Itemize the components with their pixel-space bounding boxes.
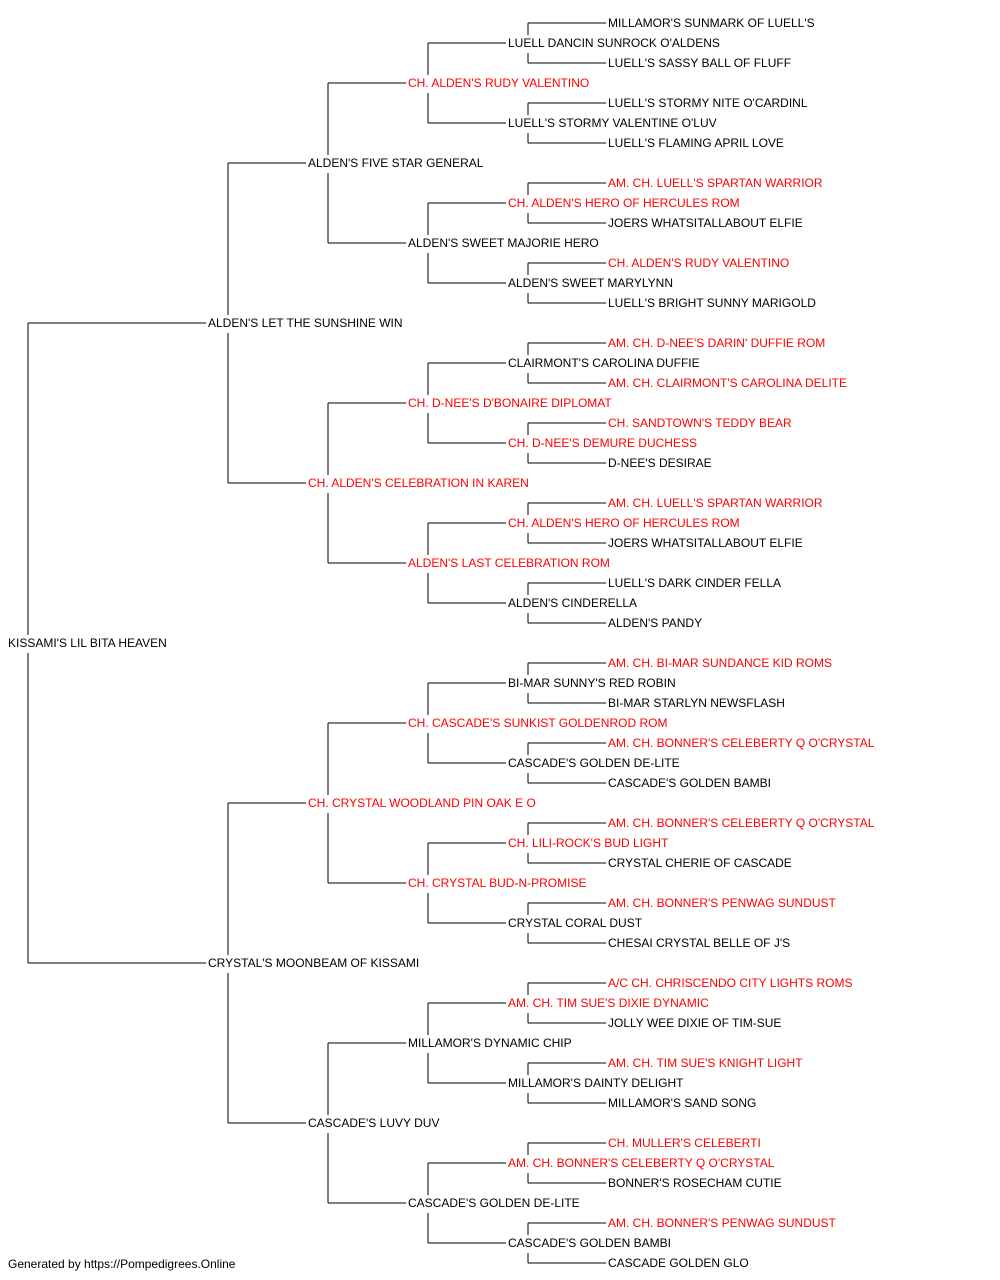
ancestor-gen4-5-name: CLAIRMONT'S CAROLINA DUFFIE [508, 356, 700, 370]
ancestor-gen2-3-name: CH. CRYSTAL WOODLAND PIN OAK E O [308, 796, 536, 810]
ancestor-gen2-4-name: CASCADE'S LUVY DUV [308, 1116, 439, 1130]
ancestor-gen4-4-name: ALDEN'S SWEET MARYLYNN [508, 276, 673, 290]
ancestor-gen5-17-name: AM. CH. BI-MAR SUNDANCE KID ROMS [608, 656, 832, 670]
ancestor-gen4-11-name: CH. LILI-ROCK'S BUD LIGHT [508, 836, 669, 850]
ancestor-gen5-15-name: LUELL'S DARK CINDER FELLA [608, 576, 781, 590]
ancestor-gen4-8-name: ALDEN'S CINDERELLA [508, 596, 637, 610]
ancestor-gen5-23-name: AM. CH. BONNER'S PENWAG SUNDUST [608, 896, 837, 910]
ancestor-gen4-1-name: LUELL DANCIN SUNROCK O'ALDENS [508, 36, 720, 50]
ancestor-gen4-9-name: BI-MAR SUNNY'S RED ROBIN [508, 676, 676, 690]
ancestor-gen5-3-name: LUELL'S STORMY NITE O'CARDINL [608, 96, 808, 110]
ancestor-gen5-28-name: MILLAMOR'S SAND SONG [608, 1096, 756, 1110]
ancestor-gen5-31-name: AM. CH. BONNER'S PENWAG SUNDUST [608, 1216, 837, 1230]
ancestor-gen5-12-name: D-NEE'S DESIRAE [608, 456, 712, 470]
ancestor-gen4-15-name: AM. CH. BONNER'S CELEBERTY Q O'CRYSTAL [508, 1156, 775, 1170]
ancestor-gen5-29-name: CH. MULLER'S CELEBERTI [608, 1136, 761, 1150]
ancestor-gen5-24-name: CHESAI CRYSTAL BELLE OF J'S [608, 936, 790, 950]
ancestor-gen5-7-name: CH. ALDEN'S RUDY VALENTINO [608, 256, 789, 270]
ancestor-gen5-1-name: MILLAMOR'S SUNMARK OF LUELL'S [608, 16, 815, 30]
ancestor-gen5-19-name: AM. CH. BONNER'S CELEBERTY Q O'CRYSTAL [608, 736, 875, 750]
ancestor-gen5-2-name: LUELL'S SASSY BALL OF FLUFF [608, 56, 791, 70]
ancestor-gen3-3-name: CH. D-NEE'S D'BONAIRE DIPLOMAT [408, 396, 612, 410]
ancestor-gen5-14-name: JOERS WHATSITALLABOUT ELFIE [608, 536, 803, 550]
ancestor-gen5-16-name: ALDEN'S PANDY [608, 616, 702, 630]
ancestor-gen4-6-name: CH. D-NEE'S DEMURE DUCHESS [508, 436, 697, 450]
ancestor-gen4-10-name: CASCADE'S GOLDEN DE-LITE [508, 756, 680, 770]
ancestor-gen5-18-name: BI-MAR STARLYN NEWSFLASH [608, 696, 785, 710]
ancestor-gen4-3-name: CH. ALDEN'S HERO OF HERCULES ROM [508, 196, 740, 210]
ancestor-gen5-10-name: AM. CH. CLAIRMONT'S CAROLINA DELITE [608, 376, 847, 390]
ancestor-gen5-4-name: LUELL'S FLAMING APRIL LOVE [608, 136, 784, 150]
ancestor-gen3-8-name: CASCADE'S GOLDEN DE-LITE [408, 1196, 580, 1210]
ancestor-gen4-16-name: CASCADE'S GOLDEN BAMBI [508, 1236, 671, 1250]
ancestor-gen3-4-name: ALDEN'S LAST CELEBRATION ROM [408, 556, 610, 570]
ancestor-gen5-5-name: AM. CH. LUELL'S SPARTAN WARRIOR [608, 176, 823, 190]
ancestor-gen5-13-name: AM. CH. LUELL'S SPARTAN WARRIOR [608, 496, 823, 510]
ancestor-gen4-12-name: CRYSTAL CORAL DUST [508, 916, 643, 930]
ancestor-gen2-1-name: ALDEN'S FIVE STAR GENERAL [308, 156, 484, 170]
subject-dog-name: KISSAMI'S LIL BITA HEAVEN [8, 636, 167, 650]
ancestor-gen5-22-name: CRYSTAL CHERIE OF CASCADE [608, 856, 792, 870]
ancestor-gen5-9-name: AM. CH. D-NEE'S DARIN' DUFFIE ROM [608, 336, 825, 350]
ancestor-gen5-8-name: LUELL'S BRIGHT SUNNY MARIGOLD [608, 296, 816, 310]
ancestor-gen2-2-name: CH. ALDEN'S CELEBRATION IN KAREN [308, 476, 529, 490]
ancestor-gen5-27-name: AM. CH. TIM SUE'S KNIGHT LIGHT [608, 1056, 803, 1070]
ancestor-gen4-13-name: AM. CH. TIM SUE'S DIXIE DYNAMIC [508, 996, 709, 1010]
ancestor-gen1-2-name: CRYSTAL'S MOONBEAM OF KISSAMI [208, 956, 419, 970]
ancestor-gen3-5-name: CH. CASCADE'S SUNKIST GOLDENROD ROM [408, 716, 667, 730]
ancestor-gen4-2-name: LUELL'S STORMY VALENTINE O'LUV [508, 116, 717, 130]
ancestor-gen5-6-name: JOERS WHATSITALLABOUT ELFIE [608, 216, 803, 230]
ancestor-gen5-32-name: CASCADE GOLDEN GLO [608, 1256, 749, 1270]
ancestor-gen3-6-name: CH. CRYSTAL BUD-N-PROMISE [408, 876, 586, 890]
ancestor-gen3-1-name: CH. ALDEN'S RUDY VALENTINO [408, 76, 589, 90]
ancestor-gen5-30-name: BONNER'S ROSECHAM CUTIE [608, 1176, 782, 1190]
footer-credit: Generated by https://Pompedigrees.Online [8, 1257, 236, 1271]
ancestor-gen5-20-name: CASCADE'S GOLDEN BAMBI [608, 776, 771, 790]
ancestor-gen5-26-name: JOLLY WEE DIXIE OF TIM-SUE [608, 1016, 781, 1030]
ancestor-gen3-2-name: ALDEN'S SWEET MAJORIE HERO [408, 236, 599, 250]
ancestor-gen5-11-name: CH. SANDTOWN'S TEDDY BEAR [608, 416, 792, 430]
ancestor-gen5-21-name: AM. CH. BONNER'S CELEBERTY Q O'CRYSTAL [608, 816, 875, 830]
ancestor-gen5-25-name: A/C CH. CHRISCENDO CITY LIGHTS ROMS [608, 976, 852, 990]
ancestor-gen1-1-name: ALDEN'S LET THE SUNSHINE WIN [208, 316, 403, 330]
ancestor-gen4-14-name: MILLAMOR'S DAINTY DELIGHT [508, 1076, 684, 1090]
ancestor-gen4-7-name: CH. ALDEN'S HERO OF HERCULES ROM [508, 516, 740, 530]
ancestor-gen3-7-name: MILLAMOR'S DYNAMIC CHIP [408, 1036, 572, 1050]
